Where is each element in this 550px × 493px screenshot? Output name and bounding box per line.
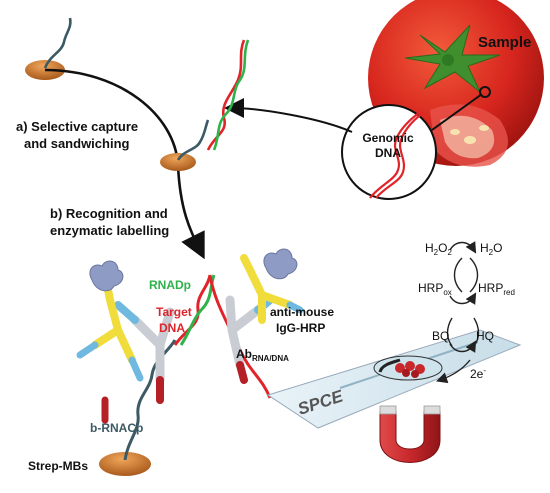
strep-mbs-label: Strep-MBs (28, 459, 88, 473)
sample-label: Sample (478, 34, 531, 51)
genomic-label-line2: DNA (375, 146, 401, 160)
rnadp-label: RNADp (149, 278, 191, 292)
hrp-red-label: HRPred (478, 281, 515, 297)
hq-label: HQ (476, 329, 494, 343)
target-dna-helix (173, 274, 272, 399)
antibody-igg-hrp-right (240, 254, 304, 324)
bq-label: BQ (432, 329, 449, 343)
target-label-line2: DNA (159, 321, 185, 335)
hrp-enzyme-right-icon (263, 248, 298, 280)
electrons-label: 2e- (470, 366, 486, 381)
magnet-icon (379, 405, 441, 463)
hrp-ox-label: HRPox (418, 281, 452, 297)
capture-arrow (224, 98, 353, 133)
step-a-line1: a) Selective capture (16, 119, 138, 134)
step-b-line2: enzymatic labelling (50, 223, 169, 238)
hrp-enzyme-left-icon (89, 260, 124, 292)
antibody-rna-dna-left (114, 301, 175, 404)
step-b-line1: b) Recognition and (50, 206, 168, 221)
ab-rna-dna-label: AbRNA/DNA (236, 347, 289, 363)
b-rnacp-label: b-RNACp (90, 421, 143, 435)
genomic-label-line1: Genomic (362, 131, 414, 145)
workflow-arrow (44, 68, 205, 260)
genomic-dna-bubble (341, 86, 491, 200)
anti-mouse-label-line2: IgG-HRP (276, 321, 325, 335)
step-a-line2: and sandwiching (24, 136, 130, 151)
target-dna-helix-top (206, 39, 250, 151)
stage-two-bead (160, 119, 210, 171)
h2o-label: H2O (480, 241, 502, 257)
redox-cycle (436, 241, 480, 384)
antibody-rna-dna-right (225, 295, 274, 384)
target-label-line1: Target (156, 305, 192, 319)
h2o2-label: H2O2 (425, 241, 452, 257)
anti-mouse-label-line1: anti-mouse (270, 305, 334, 319)
antibody-igg-hrp-left (76, 271, 144, 424)
